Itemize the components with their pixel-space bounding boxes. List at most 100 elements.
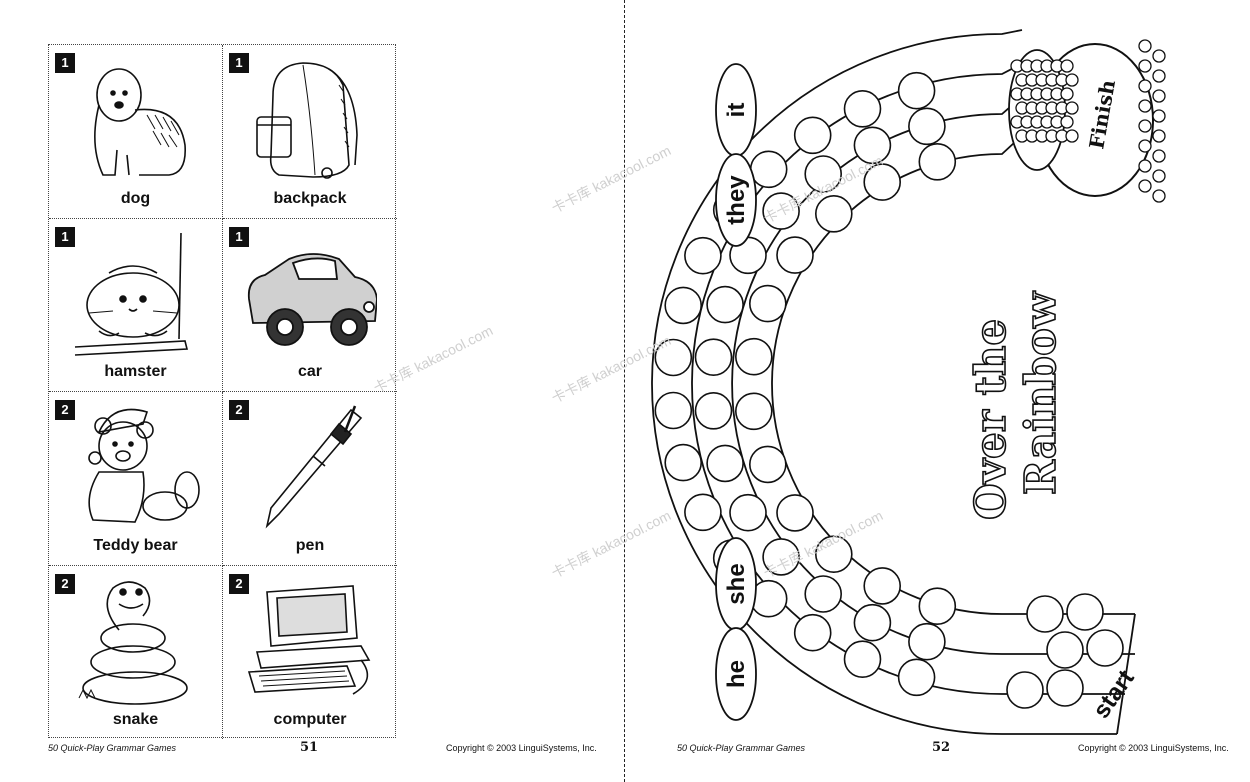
hamster-icon bbox=[74, 232, 189, 356]
level-badge: 2 bbox=[229, 400, 249, 420]
coin-icon bbox=[1138, 59, 1152, 73]
pronoun-she: she bbox=[723, 563, 750, 604]
book-title: 50 Quick-Play Grammar Games bbox=[677, 743, 806, 753]
level-badge: 1 bbox=[55, 226, 75, 247]
board-space bbox=[706, 444, 744, 483]
card-backpack: 1 backpack bbox=[223, 45, 397, 219]
card-dog: 1 dog bbox=[49, 45, 223, 219]
level-badge: 1 bbox=[55, 53, 75, 73]
pronoun-oval bbox=[715, 153, 757, 247]
coin-icon bbox=[1152, 169, 1166, 183]
coin-icon bbox=[1060, 59, 1074, 73]
board-space bbox=[664, 286, 703, 325]
board-space bbox=[815, 195, 853, 233]
card-word: computer bbox=[273, 711, 347, 728]
board-space bbox=[918, 143, 957, 181]
coin-icon bbox=[1065, 101, 1079, 115]
board-spaces bbox=[654, 71, 1124, 709]
card-word: snake bbox=[112, 711, 159, 728]
pronoun-they: they bbox=[723, 175, 750, 225]
backpack-icon bbox=[256, 62, 358, 179]
card-teddy-bear: 2 Teddy bear bbox=[49, 392, 223, 566]
board-space bbox=[729, 493, 767, 532]
board-space bbox=[804, 155, 842, 193]
board-space bbox=[1086, 629, 1124, 667]
coin-icon bbox=[1138, 179, 1152, 193]
picture-card-grid: 1 dog 1 bbox=[48, 44, 397, 740]
copyright: Copyright © 2003 LinguiSystems, Inc. bbox=[446, 743, 597, 753]
board-space bbox=[843, 640, 882, 679]
coin-icon bbox=[1060, 87, 1074, 101]
board-space bbox=[918, 587, 957, 626]
board-space bbox=[853, 603, 892, 642]
pen-icon bbox=[265, 405, 363, 529]
coin-icon bbox=[1152, 189, 1166, 203]
card-word: dog bbox=[120, 189, 151, 207]
board-space bbox=[776, 494, 814, 532]
board-space bbox=[654, 338, 693, 377]
level-badge: 1 bbox=[229, 53, 249, 73]
board-space bbox=[1026, 595, 1064, 633]
board-space bbox=[908, 622, 946, 661]
rainbow-band bbox=[771, 61, 1135, 615]
car-icon bbox=[247, 252, 377, 346]
right-page: Finish start Over the Rainbow it they sh… bbox=[625, 0, 1250, 782]
page-fold-divider bbox=[624, 0, 625, 782]
card-word: car bbox=[297, 363, 323, 380]
coin-icon bbox=[1138, 139, 1152, 153]
board-space bbox=[749, 445, 787, 484]
board-space bbox=[694, 391, 733, 430]
start-line bbox=[1116, 613, 1136, 735]
snake-icon bbox=[78, 580, 188, 705]
page-number: 52 bbox=[932, 740, 951, 755]
board-space bbox=[804, 575, 842, 613]
dog-icon bbox=[94, 68, 186, 176]
game-board: Finish start Over the Rainbow it they sh… bbox=[651, 29, 1166, 735]
coin-icon bbox=[1065, 73, 1079, 87]
card-car: 1 car bbox=[223, 219, 397, 392]
copyright: Copyright © 2003 LinguiSystems, Inc. bbox=[1078, 743, 1229, 753]
card-computer: 2 computer bbox=[223, 566, 397, 740]
board-space bbox=[684, 236, 722, 275]
pronoun-he: he bbox=[723, 660, 750, 688]
coin-icon bbox=[1152, 69, 1166, 83]
coin-icon bbox=[1138, 159, 1152, 173]
rainbow-band bbox=[651, 29, 1117, 735]
board-space bbox=[897, 71, 936, 110]
board-title-line1: Over the bbox=[966, 319, 1015, 520]
coin-icon bbox=[1152, 89, 1166, 103]
board-space bbox=[793, 116, 832, 155]
coin-icon bbox=[1060, 115, 1074, 129]
level-badge: 2 bbox=[229, 573, 249, 594]
board-space bbox=[815, 535, 853, 574]
board-space bbox=[735, 337, 773, 376]
board-space bbox=[706, 285, 744, 324]
board-space bbox=[1066, 593, 1104, 631]
teddy-bear-icon bbox=[88, 408, 200, 523]
card-hamster: 1 hamster bbox=[49, 218, 223, 392]
board-space bbox=[694, 338, 733, 377]
board-space bbox=[664, 443, 703, 482]
pronoun-it: it bbox=[723, 103, 750, 118]
coin-icon bbox=[1138, 99, 1152, 113]
board-space bbox=[762, 192, 800, 230]
computer-icon bbox=[247, 584, 371, 695]
coin-icon bbox=[1138, 119, 1152, 133]
card-snake: 2 snake bbox=[49, 565, 223, 739]
level-badge: 2 bbox=[55, 573, 75, 594]
board-space bbox=[749, 284, 787, 323]
card-word: backpack bbox=[273, 189, 347, 207]
board-space bbox=[793, 613, 832, 652]
card-pen: 2 pen bbox=[223, 392, 397, 566]
card-word: Teddy bear bbox=[93, 536, 178, 554]
coin-icon bbox=[1152, 149, 1166, 163]
pot-of-gold-icon bbox=[1008, 39, 1166, 203]
board-space bbox=[897, 658, 936, 697]
coin-icon bbox=[1138, 79, 1152, 93]
board-space bbox=[749, 150, 788, 189]
board-space bbox=[863, 567, 902, 605]
board-space bbox=[863, 163, 902, 201]
board-space bbox=[1046, 631, 1084, 669]
card-word: hamster bbox=[104, 363, 167, 380]
board-space bbox=[776, 236, 814, 274]
